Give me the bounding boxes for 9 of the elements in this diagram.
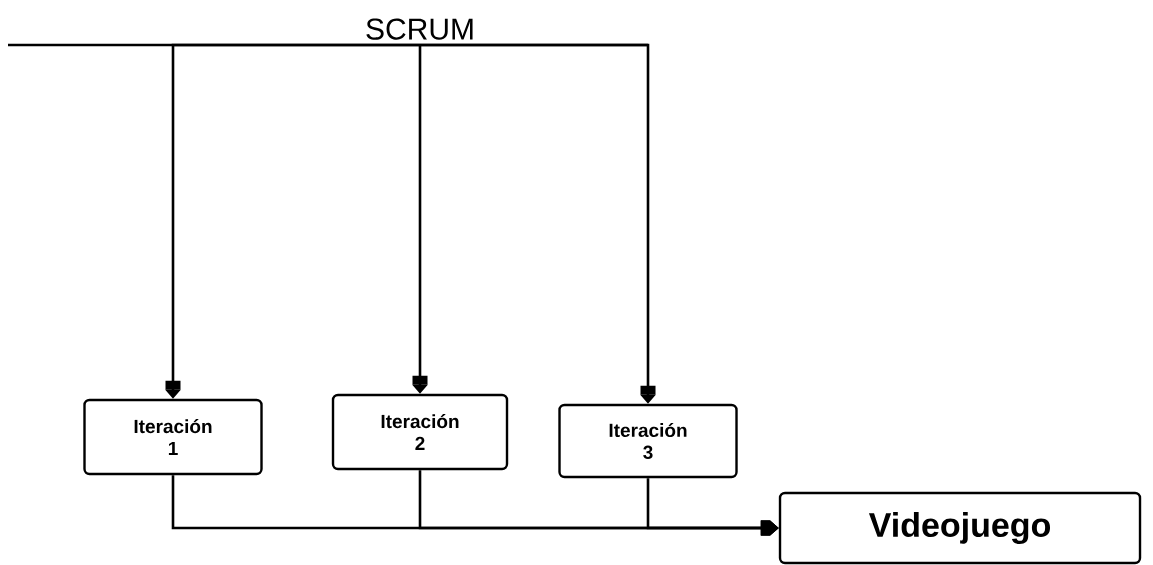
process-box: Iteración 3: [558, 403, 738, 479]
arrow: [165, 43, 420, 399]
arrow: [420, 43, 656, 404]
process-box: Iteración 1: [83, 398, 263, 476]
process-box: Iteración 2: [331, 393, 509, 471]
heading-label: SCRUM: [366, 18, 473, 40]
arrow: [646, 478, 779, 536]
process-box: Videojuego: [778, 491, 1142, 565]
arrow: [412, 45, 428, 394]
